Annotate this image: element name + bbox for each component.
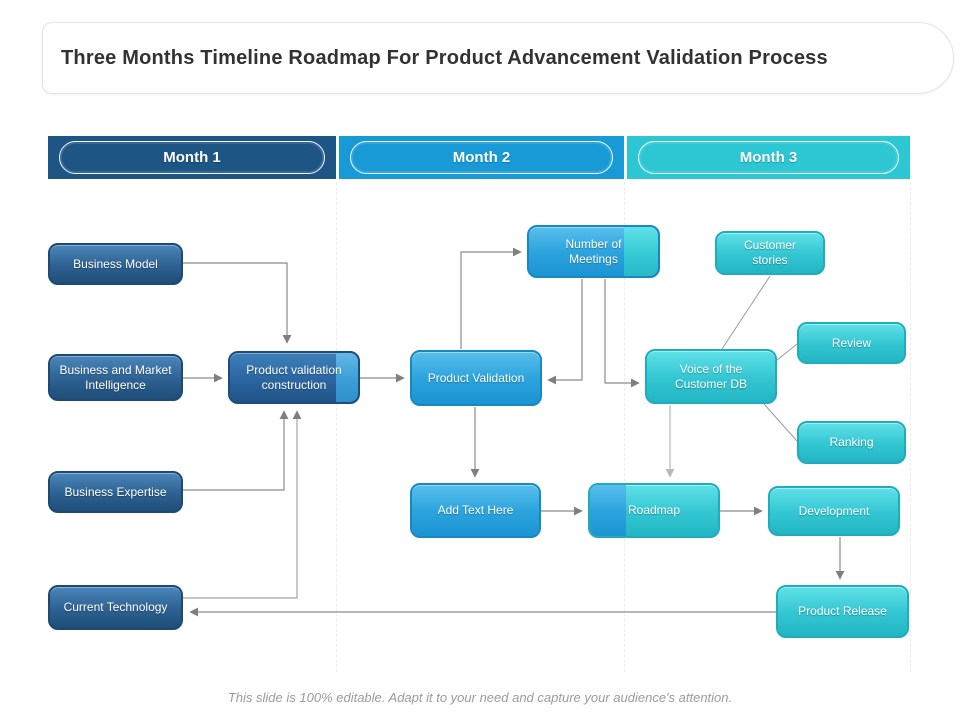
month-band-2: Month 2 [339,136,624,179]
node-product-validation: Product Validation [410,350,542,406]
node-review: Review [797,322,906,364]
node-product-validation-construction: Product validation construction [228,351,360,404]
month-pill-2: Month 2 [350,141,613,174]
month-label-2: Month 2 [452,149,511,166]
month-pill-1: Month 1 [59,141,325,174]
node-business-expertise: Business Expertise [48,471,183,513]
node-development-label: Development [798,503,870,518]
node-roadmap-label: Roadmap [627,503,681,517]
node-business-market-intelligence-label: Business and Market Intelligence [59,362,172,392]
edge-number-of-meetings-to-product-validation [547,279,583,385]
node-business-market-intelligence: Business and Market Intelligence [48,354,183,401]
month-band-3: Month 3 [627,136,910,179]
edge-number-of-meetings-to-voice [604,279,640,388]
month-band-1: Month 1 [48,136,336,179]
node-current-technology-label: Current Technology [63,600,168,614]
column-separator-2 [624,182,625,672]
edge-business-model-to-pvc [183,262,292,344]
node-voice-of-customer-db-label: Voice of the Customer DB [674,361,748,391]
node-business-model: Business Model [48,243,183,285]
month-label-1: Month 1 [163,149,221,166]
node-product-validation-construction-label: Product validation construction [246,362,342,392]
node-voice-of-customer-db: Voice of the Customer DB [645,349,777,404]
footer-caption: This slide is 100% editable. Adapt it to… [227,690,733,705]
page-title: Three Months Timeline Roadmap For Produc… [61,46,828,69]
node-product-release: Product Release [776,585,909,638]
edge-voice-to-review [775,343,798,362]
node-business-model-label: Business Model [73,256,158,271]
edge-voice-to-ranking [763,403,798,442]
node-review-label: Review [831,335,872,350]
node-number-of-meetings: Number of Meetings [527,225,660,278]
node-ranking-label: Ranking [829,435,874,449]
node-customer-stories-label: Customer stories [743,238,796,267]
node-current-technology: Current Technology [48,585,183,630]
node-development: Development [768,486,900,536]
title-box: Three Months Timeline Roadmap For Produc… [42,22,954,94]
edge-customer-stories-to-voice [721,275,771,350]
node-customer-stories: Customer stories [715,231,825,275]
column-separator-1 [336,182,337,672]
node-product-validation-label: Product Validation [427,370,525,385]
edge-current-technology-to-pvc [183,410,302,599]
month-pill-3: Month 3 [638,141,899,174]
node-number-of-meetings-label: Number of Meetings [565,236,622,266]
node-roadmap: Roadmap [588,483,720,538]
node-ranking: Ranking [797,421,906,464]
edge-product-validation-to-number-of-meetings [460,247,522,349]
node-add-text-here: Add Text Here [410,483,541,538]
node-add-text-here-label: Add Text Here [437,503,514,517]
node-product-release-label: Product Release [798,604,887,618]
column-separator-3 [910,182,911,672]
month-label-3: Month 3 [739,149,798,166]
edge-business-expertise-to-pvc [183,410,289,491]
node-business-expertise-label: Business Expertise [64,484,167,499]
